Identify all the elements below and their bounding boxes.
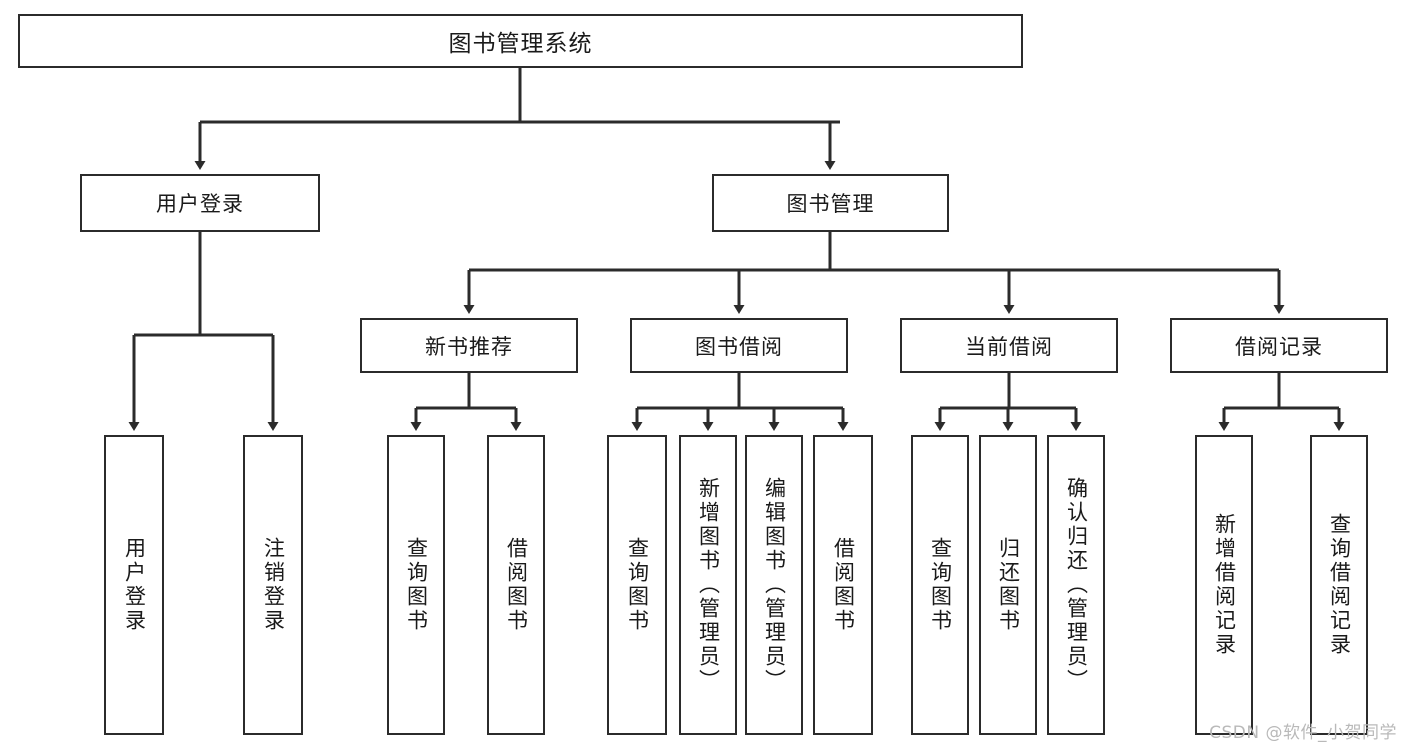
leaf-query-book-bw[interactable]: 查询图书 — [607, 435, 667, 735]
leaf-logout[interactable]: 注销登录 — [243, 435, 303, 735]
leaf-user-login[interactable]: 用户登录 — [104, 435, 164, 735]
leaf-borrow-book-nb[interactable]: 借阅图书 — [487, 435, 545, 735]
leaf-edit-book-admin[interactable]: 编辑图书（管理员） — [745, 435, 803, 735]
node-current-borrow[interactable]: 当前借阅 — [900, 318, 1118, 373]
leaf-add-book-admin[interactable]: 新增图书（管理员） — [679, 435, 737, 735]
node-borrow-records[interactable]: 借阅记录 — [1170, 318, 1388, 373]
node-book-borrow[interactable]: 图书借阅 — [630, 318, 848, 373]
leaf-query-borrow-record[interactable]: 查询借阅记录 — [1310, 435, 1368, 735]
node-user-login[interactable]: 用户登录 — [80, 174, 320, 232]
node-root[interactable]: 图书管理系统 — [18, 14, 1023, 68]
leaf-return-book[interactable]: 归还图书 — [979, 435, 1037, 735]
node-new-book-recommend[interactable]: 新书推荐 — [360, 318, 578, 373]
leaf-add-borrow-record[interactable]: 新增借阅记录 — [1195, 435, 1253, 735]
watermark-text: CSDN @软件_小贺同学 — [1209, 723, 1397, 743]
node-book-management[interactable]: 图书管理 — [712, 174, 949, 232]
leaf-borrow-book-bw[interactable]: 借阅图书 — [813, 435, 873, 735]
leaf-query-book-nb[interactable]: 查询图书 — [387, 435, 445, 735]
leaf-query-book-cb[interactable]: 查询图书 — [911, 435, 969, 735]
leaf-confirm-return-admin[interactable]: 确认归还（管理员） — [1047, 435, 1105, 735]
